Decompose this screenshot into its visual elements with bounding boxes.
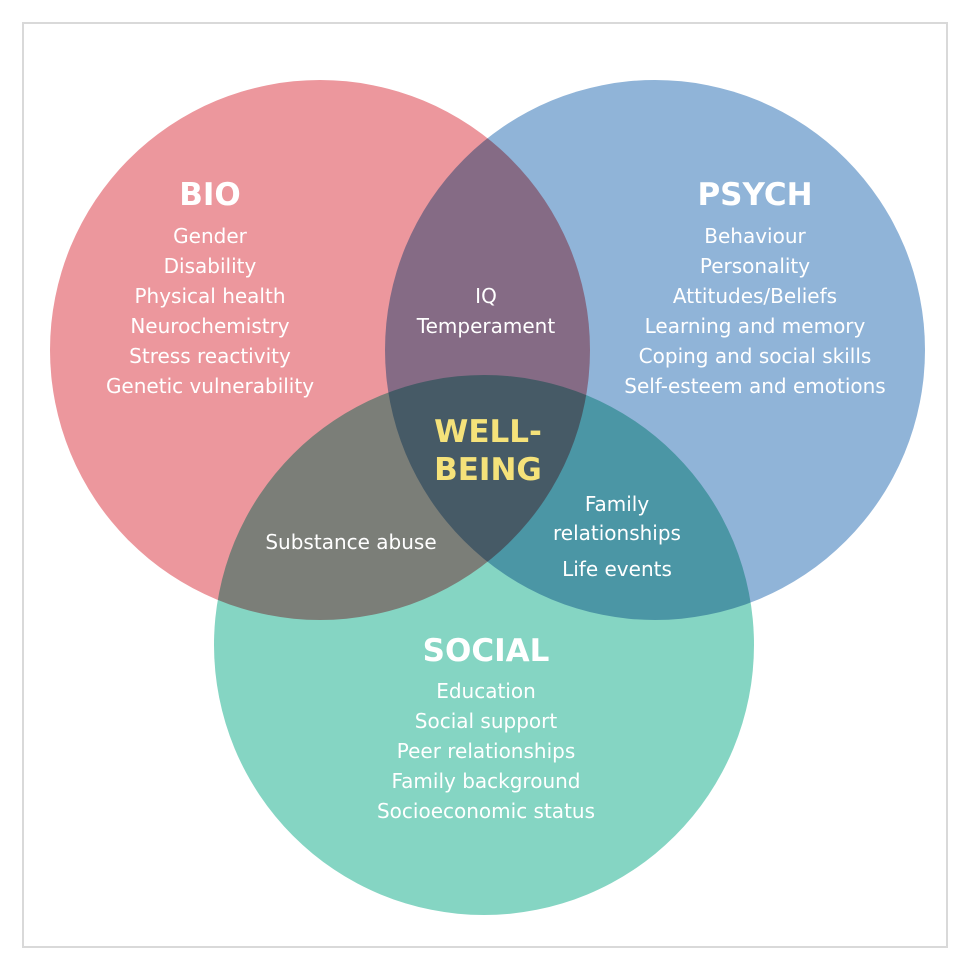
social-item: Peer relationships xyxy=(397,739,576,763)
psych-social-item: Family xyxy=(585,492,650,516)
bio-item: Genetic vulnerability xyxy=(106,374,314,398)
psych-item: Self-esteem and emotions xyxy=(624,374,885,398)
bio-item: Stress reactivity xyxy=(129,344,291,368)
social-item: Family background xyxy=(391,769,580,793)
psych-item: Behaviour xyxy=(704,224,806,248)
psych-item: Coping and social skills xyxy=(639,344,872,368)
bio-psych-item: Temperament xyxy=(416,314,556,338)
bio-social-item: Substance abuse xyxy=(265,530,436,554)
bio-title: BIO xyxy=(179,177,241,213)
bio-psych-item: IQ xyxy=(475,284,497,308)
venn-circles xyxy=(50,80,925,915)
social-circle xyxy=(214,375,754,915)
bio-item: Physical health xyxy=(134,284,285,308)
wellbeing-label-line1: WELL- xyxy=(434,414,542,450)
bio-item: Disability xyxy=(164,254,257,278)
psych-title: PSYCH xyxy=(697,177,812,213)
psych-item: Learning and memory xyxy=(645,314,866,338)
psych-social-item: Life events xyxy=(562,557,672,581)
social-item: Social support xyxy=(415,709,558,733)
psych-social-item: relationships xyxy=(553,521,681,545)
social-item: Socioeconomic status xyxy=(377,799,595,823)
wellbeing-label-line2: BEING xyxy=(434,452,542,488)
social-item: Education xyxy=(436,679,536,703)
psych-item: Personality xyxy=(700,254,810,278)
bio-item: Neurochemistry xyxy=(130,314,289,338)
psych-item: Attitudes/Beliefs xyxy=(673,284,837,308)
bio-item: Gender xyxy=(173,224,247,248)
social-title: SOCIAL xyxy=(423,633,550,669)
